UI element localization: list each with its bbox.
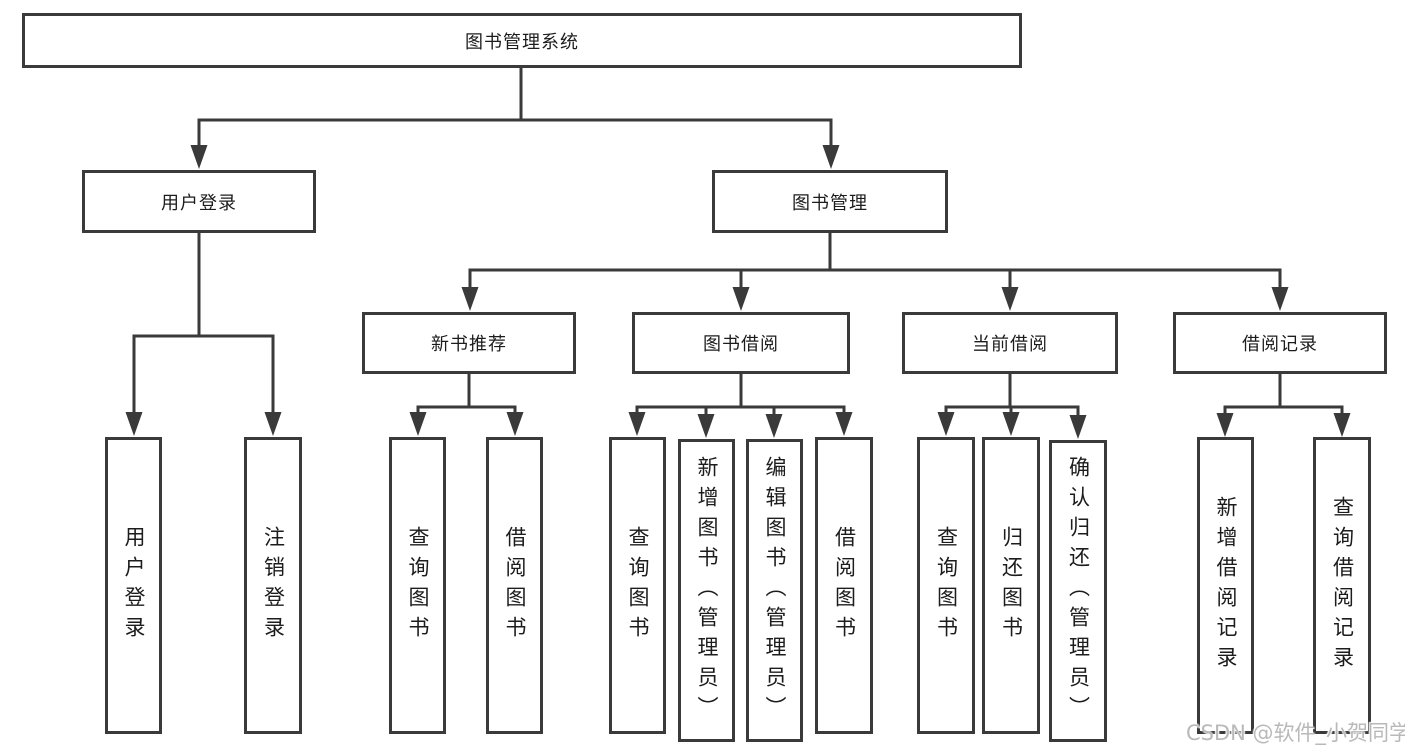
leaf-query-books-borrowing: 查询图书 <box>609 437 666 734</box>
leaf-query-borrow-record: 查询借阅记录 <box>1313 437 1371 734</box>
leaf-query-books-recommend-label: 查询图书 <box>406 525 431 646</box>
leaf-add-borrow-record: 新增借阅记录 <box>1197 437 1254 734</box>
leaf-edit-book-admin-label: 编辑图书（管理员） <box>763 455 788 726</box>
leaf-borrow-books-borrowing: 借阅图书 <box>815 437 873 734</box>
node-library-system: 图书管理系统 <box>22 13 1022 68</box>
node-borrowing-records-label: 借阅记录 <box>1242 334 1318 355</box>
csdn-watermark: CSDN @软件_小贺同学 <box>1186 721 1405 745</box>
leaf-add-book-admin-label: 新增图书（管理员） <box>695 455 720 726</box>
leaf-logout-label: 注销登录 <box>261 525 286 646</box>
leaf-query-borrow-record-label: 查询借阅记录 <box>1330 495 1355 676</box>
node-current-borrowing: 当前借阅 <box>902 312 1118 374</box>
node-book-management-label: 图书管理 <box>792 192 868 214</box>
node-book-management: 图书管理 <box>712 170 948 233</box>
node-book-borrowing-label: 图书借阅 <box>703 334 779 355</box>
leaf-add-book-admin: 新增图书（管理员） <box>678 439 735 742</box>
leaf-borrow-books-recommend: 借阅图书 <box>486 437 543 734</box>
node-new-book-recommendation: 新书推荐 <box>362 312 576 374</box>
leaf-user-login: 用户登录 <box>105 437 162 734</box>
leaf-add-borrow-record-label: 新增借阅记录 <box>1214 495 1239 676</box>
leaf-edit-book-admin: 编辑图书（管理员） <box>746 439 803 742</box>
leaf-borrow-books-recommend-label: 借阅图书 <box>503 525 528 646</box>
node-user-login-label: 用户登录 <box>161 192 237 214</box>
leaf-query-books-borrowing-label: 查询图书 <box>626 525 651 646</box>
leaf-return-book-label: 归还图书 <box>999 525 1024 646</box>
node-library-system-label: 图书管理系统 <box>465 31 579 53</box>
leaf-query-books-current-label: 查询图书 <box>934 525 959 646</box>
node-new-book-recommendation-label: 新书推荐 <box>431 334 507 355</box>
node-user-login: 用户登录 <box>82 170 316 233</box>
leaf-borrow-books-borrowing-label: 借阅图书 <box>832 525 857 646</box>
leaf-query-books-current: 查询图书 <box>917 437 975 734</box>
leaf-return-book: 归还图书 <box>982 437 1040 734</box>
node-book-borrowing: 图书借阅 <box>632 312 850 374</box>
node-current-borrowing-label: 当前借阅 <box>972 334 1048 355</box>
leaf-logout: 注销登录 <box>244 437 302 734</box>
leaf-user-login-label: 用户登录 <box>122 525 147 646</box>
leaf-query-books-recommend: 查询图书 <box>389 437 446 734</box>
leaf-confirm-return-admin: 确认归还（管理员） <box>1049 440 1107 742</box>
leaf-confirm-return-admin-label: 确认归还（管理员） <box>1066 456 1091 726</box>
node-borrowing-records: 借阅记录 <box>1173 312 1387 374</box>
